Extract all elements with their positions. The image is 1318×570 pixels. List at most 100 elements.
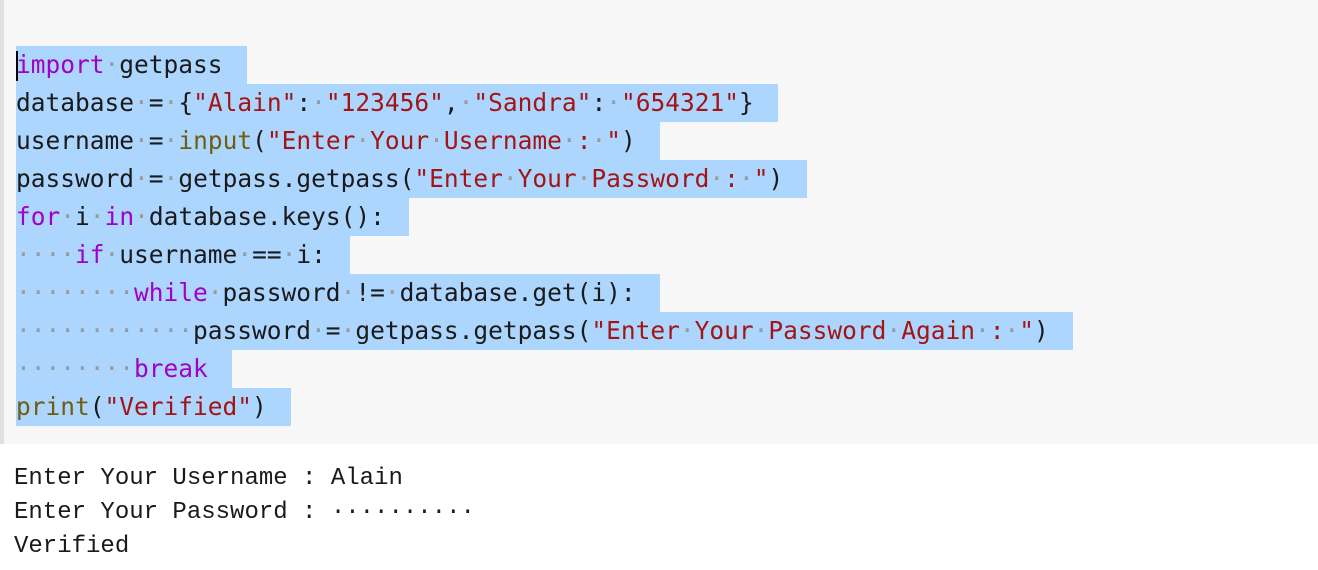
code-token: password — [193, 316, 312, 345]
code-token: : — [724, 164, 739, 193]
code-token: print — [16, 392, 90, 421]
code-token: · — [753, 316, 769, 345]
code-token: database — [16, 88, 135, 117]
code-token: database.keys(): — [148, 202, 385, 231]
code-token: = — [148, 164, 164, 193]
code-token: ········ — [16, 278, 135, 307]
code-line[interactable]: for·i·in·database.keys(): — [16, 198, 1073, 236]
code-token: != — [355, 278, 385, 307]
selection-highlight: import·getpass — [16, 46, 247, 84]
selection-highlight: database·=·{"Alain":·"123456",·"Sandra":… — [16, 84, 778, 122]
code-token: import — [16, 50, 105, 79]
code-token: : — [296, 88, 312, 117]
code-line[interactable]: print("Verified") — [16, 388, 1073, 426]
code-token: ) — [1034, 316, 1049, 345]
code-token: if — [75, 240, 105, 269]
code-token: Password — [591, 164, 710, 193]
code-token: ( — [252, 126, 267, 155]
code-token: "Enter — [266, 126, 356, 155]
code-token: ) — [252, 392, 267, 421]
code-token: } — [738, 88, 754, 117]
code-token: while — [134, 278, 208, 307]
code-token: input — [178, 126, 253, 155]
code-token: · — [429, 126, 444, 155]
selection-highlight: for·i·in·database.keys(): — [16, 198, 409, 236]
code-token: for — [16, 202, 61, 231]
selection-highlight: ············password·=·getpass.getpass("… — [16, 312, 1073, 350]
code-line[interactable]: ····if·username·==·i: — [16, 236, 1073, 274]
code-token: · — [60, 202, 76, 231]
code-token: = — [325, 316, 341, 345]
output-line: Enter Your Password : ·········· — [14, 499, 475, 526]
code-token: · — [163, 126, 179, 155]
code-token: : — [576, 126, 592, 155]
code-token: ) — [620, 126, 636, 155]
code-token: · — [311, 88, 326, 117]
code-line[interactable]: import·getpass — [16, 46, 1073, 84]
code-token: · — [104, 240, 120, 269]
code-token: · — [134, 126, 149, 155]
code-token: · — [89, 202, 105, 231]
code-token: · — [311, 316, 326, 345]
code-token: i: — [296, 240, 326, 269]
code-token: · — [134, 202, 149, 231]
code-token: { — [178, 88, 194, 117]
output-line: Enter Your Username : Alain — [14, 465, 403, 492]
code-token: i — [75, 202, 90, 231]
selection-highlight: username·=·input("Enter·Your·Username·:·… — [16, 122, 660, 160]
code-token: · — [709, 164, 725, 193]
code-token: · — [738, 164, 754, 193]
code-token: : — [989, 316, 1005, 345]
code-token: · — [561, 126, 577, 155]
code-line[interactable]: username·=·input("Enter·Your·Username·:·… — [16, 122, 1073, 160]
code-line[interactable]: ········while·password·!=·database.get(i… — [16, 274, 1073, 312]
code-token: · — [134, 88, 149, 117]
code-token: getpass — [119, 50, 223, 79]
code-token: · — [576, 164, 592, 193]
code-token: == — [252, 240, 282, 269]
code-token: " — [606, 126, 621, 155]
code-token: getpass.getpass( — [355, 316, 592, 345]
code-token: "Enter — [591, 316, 680, 345]
code-token: "654321" — [620, 88, 739, 117]
code-token: · — [355, 126, 371, 155]
selection-highlight: ········while·password·!=·database.get(i… — [16, 274, 660, 312]
code-token: Username — [443, 126, 562, 155]
code-token: getpass.getpass( — [178, 164, 415, 193]
code-token: "Alain" — [193, 88, 297, 117]
selection-highlight: ········break — [16, 350, 232, 388]
output-line: Verified — [14, 533, 130, 560]
code-token: · — [458, 88, 474, 117]
code-token: database.get(i): — [399, 278, 636, 307]
code-token: · — [974, 316, 990, 345]
code-token: · — [104, 50, 120, 79]
code-token: · — [1004, 316, 1020, 345]
selection-highlight: print("Verified") — [16, 388, 291, 426]
code-token: username — [119, 240, 238, 269]
code-token: · — [163, 88, 179, 117]
code-token: · — [679, 316, 695, 345]
code-token: Your — [370, 126, 430, 155]
code-token: , — [443, 88, 459, 117]
code-line[interactable]: password·=·getpass.getpass("Enter·Your·P… — [16, 160, 1073, 198]
code-token: ) — [768, 164, 784, 193]
code-line[interactable]: ············password·=·getpass.getpass("… — [16, 312, 1073, 350]
code-token: Again — [901, 316, 975, 345]
code-token: ( — [89, 392, 105, 421]
code-token: "123456" — [325, 88, 444, 117]
code-token: username — [16, 126, 135, 155]
code-line[interactable]: database·=·{"Alain":·"123456",·"Sandra":… — [16, 84, 1073, 122]
code-token: in — [104, 202, 135, 231]
code-token: "Enter — [414, 164, 503, 193]
code-token: · — [384, 278, 400, 307]
selection-highlight: ····if·username·==·i: — [16, 236, 350, 274]
code-token: · — [163, 164, 179, 193]
code-token: · — [606, 88, 621, 117]
code-token: Password — [768, 316, 887, 345]
code-token: ········ — [16, 354, 135, 383]
code-token: Your — [694, 316, 754, 345]
code-token: break — [134, 354, 208, 383]
code-line[interactable]: ········break — [16, 350, 1073, 388]
